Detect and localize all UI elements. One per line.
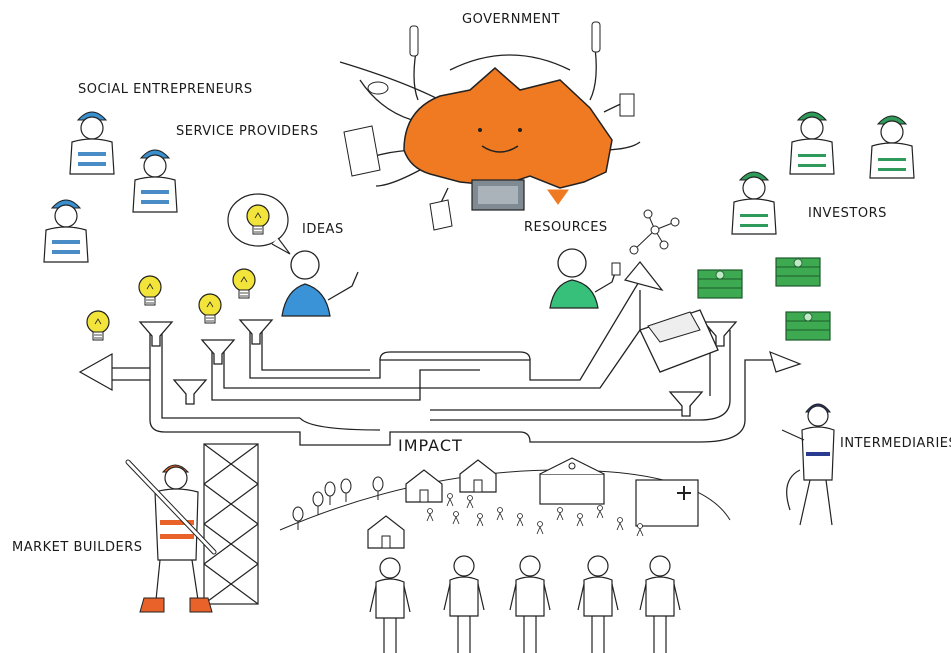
market-builder xyxy=(125,443,259,613)
label-impact: IMPACT xyxy=(398,436,463,455)
service-provider xyxy=(132,149,178,213)
label-ideas: IDEAS xyxy=(302,222,344,237)
community-member xyxy=(509,555,551,653)
intermediary-person xyxy=(781,403,835,526)
house-icon xyxy=(405,469,443,503)
funnel xyxy=(139,321,173,347)
hospital-building xyxy=(635,479,699,527)
lightbulb-icon xyxy=(232,268,256,299)
funnel xyxy=(173,379,207,405)
top-right-arrow xyxy=(623,261,664,292)
cash-stack-icon xyxy=(785,311,831,341)
resources-person xyxy=(549,248,621,309)
label-market-builders: MARKET BUILDERS xyxy=(12,540,143,555)
thought-bubble xyxy=(227,193,291,255)
impact-landscape xyxy=(279,457,731,549)
social-entrepreneur xyxy=(43,199,89,263)
cash-stack-icon xyxy=(775,257,821,287)
ideas-person xyxy=(281,250,359,317)
funnel xyxy=(201,339,235,365)
label-intermediaries: INTERMEDIARIES xyxy=(840,436,951,451)
label-resources: RESOURCES xyxy=(524,220,608,235)
social-entrepreneur xyxy=(69,111,115,175)
community-member xyxy=(443,555,485,653)
network-icon xyxy=(629,209,680,255)
lightbulb-icon xyxy=(86,310,110,341)
left-outlet-arrow xyxy=(78,352,113,392)
investor xyxy=(731,171,777,235)
funnel xyxy=(239,319,273,345)
school-building xyxy=(539,457,605,505)
house-icon xyxy=(459,459,497,493)
community-member xyxy=(577,555,619,653)
lightbulb-icon xyxy=(138,275,162,306)
right-arrow xyxy=(769,350,802,373)
community-member xyxy=(639,555,681,653)
label-government: GOVERNMENT xyxy=(462,12,561,27)
funnel xyxy=(669,391,703,417)
label-social-entrepreneurs: SOCIAL ENTREPRENEURS xyxy=(78,82,253,97)
investor xyxy=(869,115,915,179)
supply-cart xyxy=(639,309,719,373)
cash-stack-icon xyxy=(697,269,743,299)
community-member xyxy=(369,557,411,653)
government-figure xyxy=(339,21,641,231)
investor xyxy=(789,111,835,175)
house-icon xyxy=(367,515,405,549)
label-service-providers: SERVICE PROVIDERS xyxy=(176,124,319,139)
label-investors: INVESTORS xyxy=(808,206,887,221)
lightbulb-icon xyxy=(198,293,222,324)
